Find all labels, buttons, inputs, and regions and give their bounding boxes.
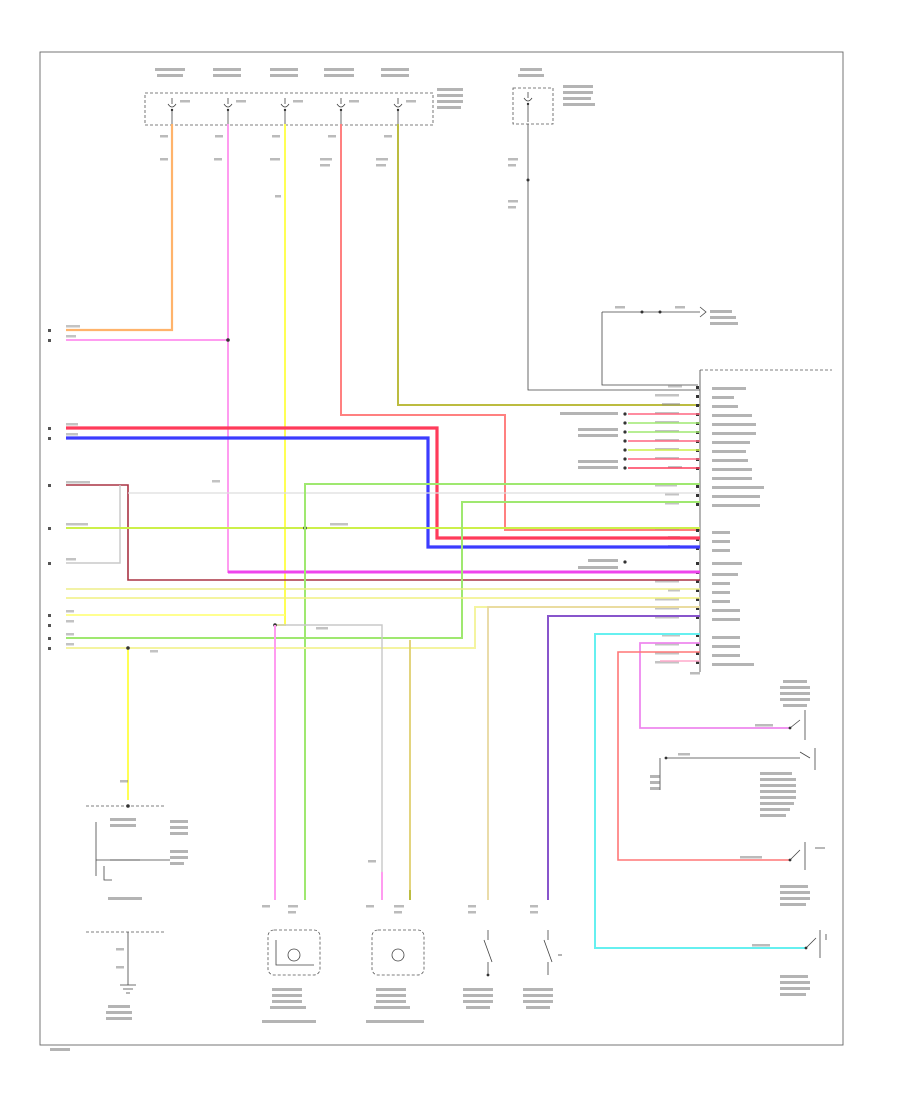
ecm-wire-codes (655, 385, 682, 664)
splice-pink (226, 338, 230, 342)
ground-component (50, 931, 165, 1051)
fuse-4 (336, 98, 346, 124)
fuse-3 (280, 98, 290, 124)
fuse-1 (167, 98, 177, 124)
wire-darkred (66, 484, 700, 581)
fuse-block-outline (144, 92, 434, 126)
fuse-label-blocks (155, 68, 463, 198)
seat-belt-component (86, 780, 188, 900)
wire-pink-upper (66, 124, 229, 341)
fuse-5 (393, 98, 403, 124)
relay-top-right (601, 306, 738, 386)
ecm-pin-labels (690, 387, 764, 675)
ecm-connector (655, 369, 832, 675)
wire-red-lr-switch (617, 651, 790, 861)
wire-olive (397, 124, 700, 406)
switch-right-front (463, 905, 493, 1009)
wire-grey-rr (275, 624, 383, 900)
wire-yellow (274, 124, 286, 900)
switch-left-rear (740, 842, 825, 906)
switch-front-right-upper (755, 680, 810, 740)
left-connector-pins (48, 329, 51, 650)
wire-orange (66, 124, 174, 332)
ecm-pin-bullets (696, 386, 699, 664)
fuse-block-right (508, 68, 700, 391)
wire-cyan (594, 633, 806, 949)
speaker-left-rear (262, 905, 321, 1023)
diagram-border (39, 51, 844, 1046)
wire-yellow-4 (66, 606, 700, 649)
wire-green-lr (304, 483, 700, 900)
fuse-block-top (144, 68, 463, 198)
wire-green-2 (66, 501, 700, 639)
switch-left-front (752, 930, 827, 996)
wire-grey-left (66, 485, 121, 564)
switch-right-rear (523, 905, 562, 1009)
fuse-right-outline (512, 87, 554, 125)
wire-purple (547, 615, 700, 900)
speaker-right-rear (366, 860, 425, 1023)
wire-tan (487, 606, 700, 900)
wire-pink-rf (639, 642, 790, 729)
ecm-stub-wires (560, 412, 700, 569)
wire-red-fuse4 (340, 124, 700, 531)
fuse-2 (223, 98, 233, 124)
left-wire-codes (66, 325, 348, 653)
switch-trunk (650, 748, 816, 817)
wire-black-ecm-feed (527, 124, 700, 391)
